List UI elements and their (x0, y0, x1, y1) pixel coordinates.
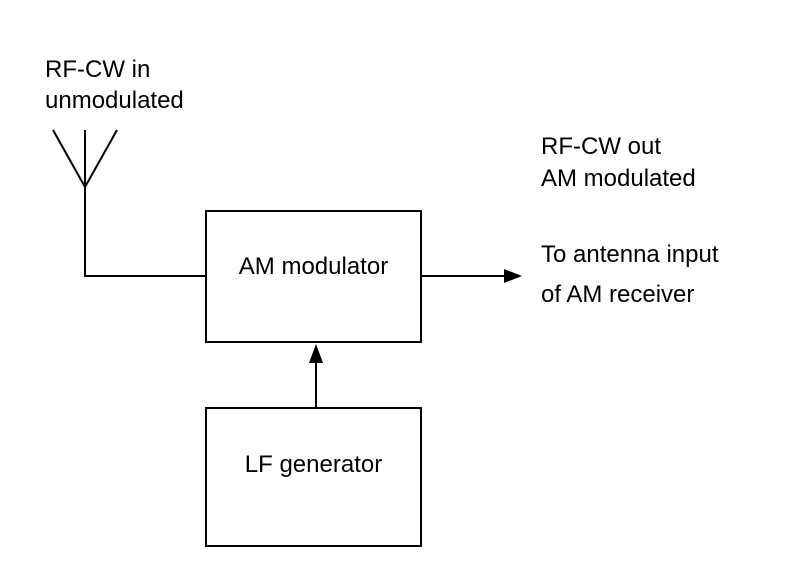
input-label-line2: unmodulated (45, 87, 184, 114)
output-label-line1: RF-CW out (541, 133, 661, 160)
output-label-line3: To antenna input (541, 241, 719, 268)
input-wire (84, 187, 206, 277)
am-modulator-label: AM modulator (238, 253, 389, 280)
input-label-line1: RF-CW in (45, 56, 151, 83)
lf-generator-block (205, 407, 422, 547)
lf-arrowhead (309, 344, 323, 363)
lf-generator-label: LF generator (244, 451, 383, 478)
output-label-line2: AM modulated (541, 165, 696, 192)
antenna-icon (52, 129, 118, 188)
output-arrowhead (504, 269, 522, 283)
output-label-line4: of AM receiver (541, 281, 695, 308)
